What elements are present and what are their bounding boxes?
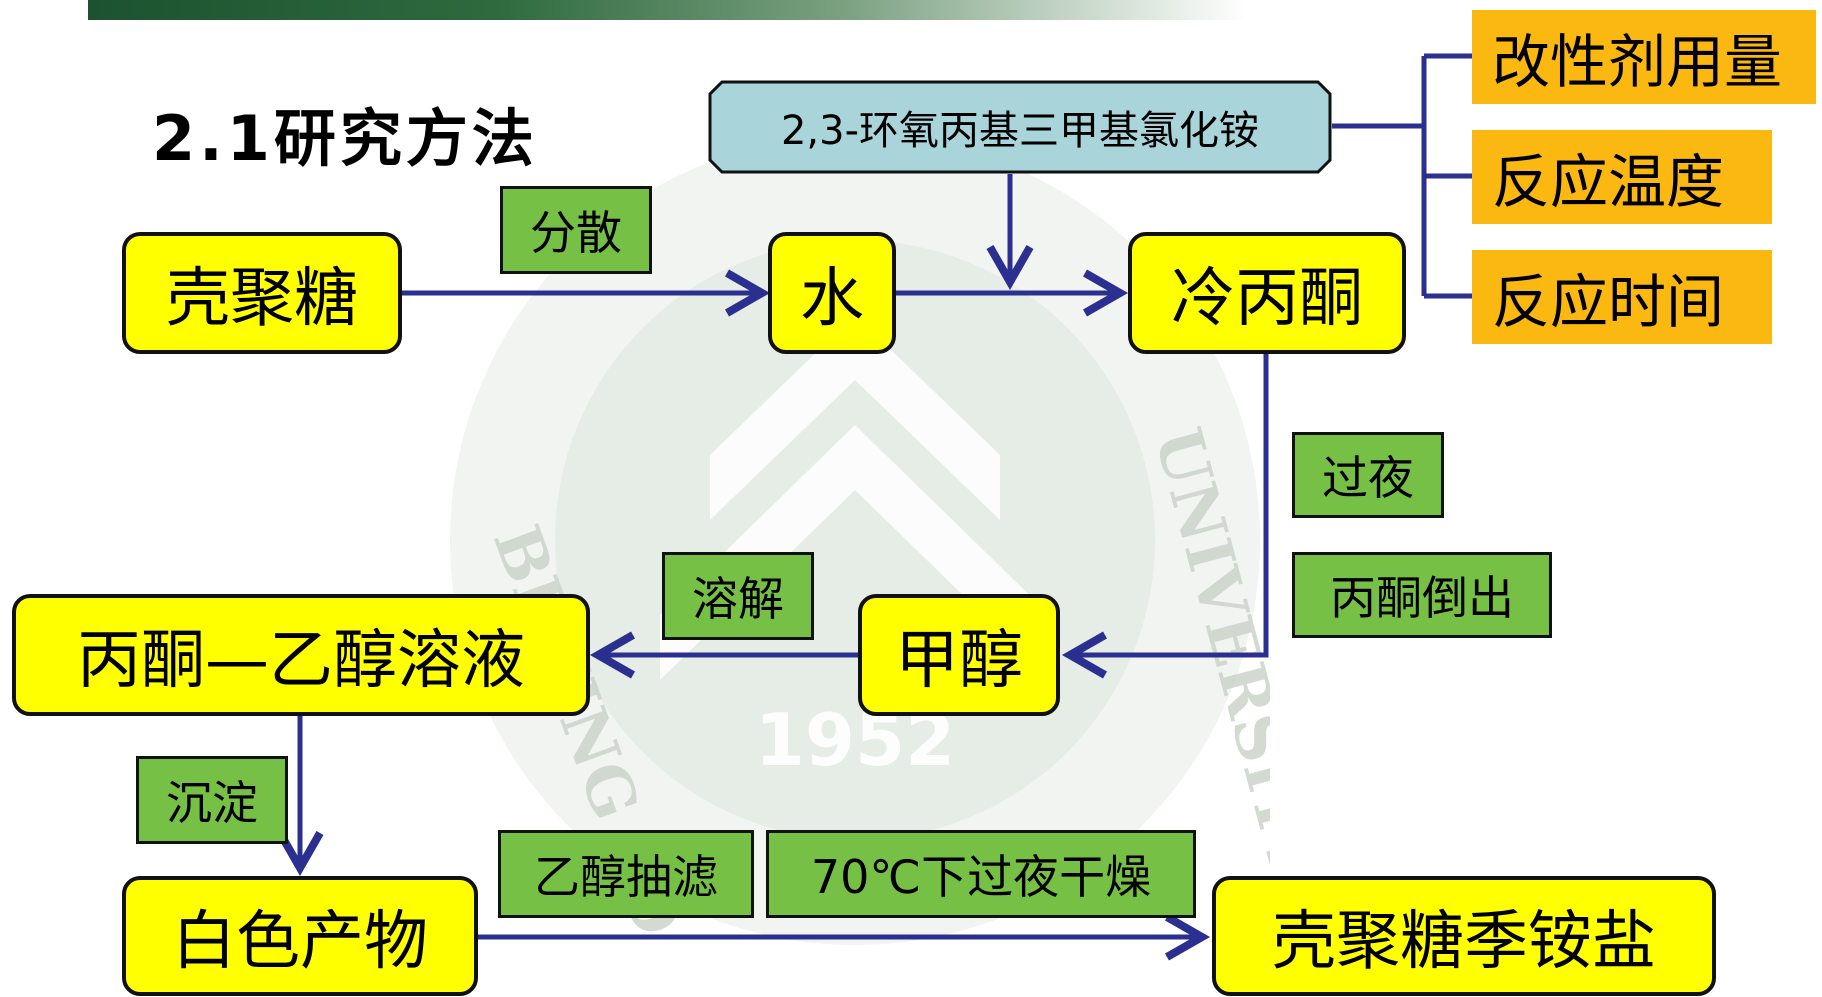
node-cold-acetone: 冷丙酮 [1128,232,1406,354]
step-dry-overnight: 70℃下过夜干燥 [766,830,1196,918]
node-chitosan: 壳聚糖 [122,232,402,354]
reagent-label: 2,3-环氧丙基三甲基氯化铵 [780,108,1260,154]
reagent-box: 2,3-环氧丙基三甲基氯化铵 [708,80,1332,174]
step-dissolve: 溶解 [662,552,814,640]
node-water: 水 [768,232,896,354]
step-pour-acetone: 丙酮倒出 [1292,552,1552,638]
step-ethanol-filtration: 乙醇抽滤 [498,830,754,918]
step-precipitate: 沉淀 [136,756,288,844]
arrow-acetone-to-methanol [1061,350,1269,679]
step-overnight: 过夜 [1292,432,1444,518]
node-methanol: 甲醇 [858,594,1060,716]
header-bar [88,0,1248,20]
factor-modifier-dosage: 改性剂用量 [1472,10,1816,104]
factor-reaction-time: 反应时间 [1472,250,1772,344]
node-white-product: 白色产物 [122,876,478,996]
node-chitosan-quaternary-salt: 壳聚糖季铵盐 [1212,876,1716,996]
factor-reaction-temperature: 反应温度 [1472,130,1772,224]
page-title: 2.1研究方法 [152,102,538,175]
node-acetone-ethanol-solution: 丙酮—乙醇溶液 [12,594,590,716]
step-disperse: 分散 [500,186,652,274]
